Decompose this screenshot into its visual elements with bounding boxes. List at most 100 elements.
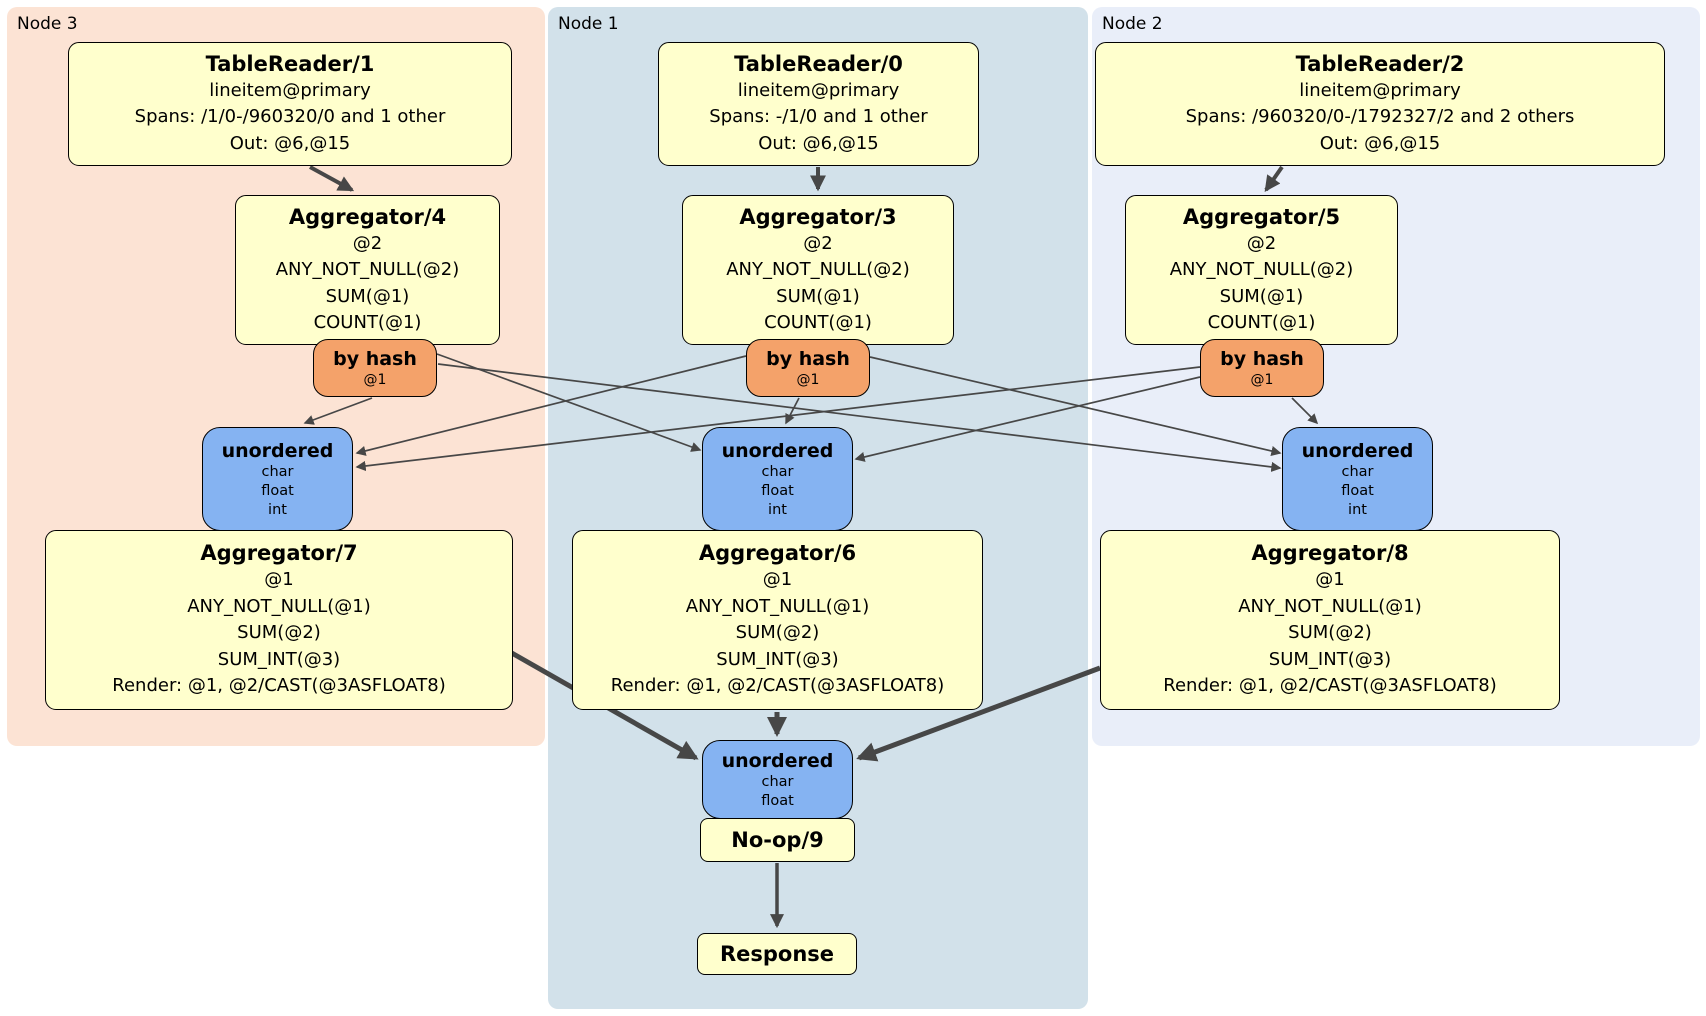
tablereader-2-out: Out: @6,@15 (1319, 132, 1441, 154)
hash-router-node2: by hash @1 (1200, 339, 1324, 397)
aggregator-8-fn3: SUM_INT(@3) (1268, 648, 1392, 670)
final-unordered-sync: unordered char float (702, 740, 853, 819)
tablereader-1-box: TableReader/1 lineitem@primary Spans: /1… (68, 42, 512, 166)
tablereader-2-index: lineitem@primary (1299, 79, 1461, 101)
tablereader-1-title: TableReader/1 (205, 51, 375, 76)
sync-node3-col3: int (268, 501, 287, 518)
aggregator-7-group: @1 (264, 569, 294, 591)
aggregator-4-fn1: ANY_NOT_NULL(@2) (275, 259, 460, 280)
tablereader-1-index: lineitem@primary (209, 79, 371, 101)
tablereader-0-spans: Spans: -/1/0 and 1 other (709, 106, 928, 128)
edge-router1-sync2 (869, 356, 1282, 456)
sync-node3-col2: float (261, 482, 294, 499)
tablereader-1-spans: Spans: /1/0-/960320/0 and 1 other (134, 106, 446, 128)
aggregator-6-box: Aggregator/6 @1 ANY_NOT_NULL(@1) SUM(@2)… (572, 530, 983, 710)
aggregator-3-group: @2 (803, 232, 833, 254)
aggregator-5-box: Aggregator/5 @2 ANY_NOT_NULL(@2) SUM(@1)… (1125, 195, 1398, 345)
aggregator-8-box: Aggregator/8 @1 ANY_NOT_NULL(@1) SUM(@2)… (1100, 530, 1560, 710)
hash-router-node3-title: by hash (333, 347, 417, 370)
hash-router-node2-key: @1 (1250, 371, 1274, 388)
sync-node2-col1: char (1341, 463, 1374, 480)
aggregator-8-title: Aggregator/8 (1251, 541, 1409, 566)
edge-router2-sync3 (355, 366, 1201, 472)
aggregator-5-group: @2 (1246, 232, 1277, 254)
tablereader-0-out: Out: @6,@15 (758, 132, 879, 154)
edge-router1-sync3 (355, 355, 747, 456)
edge-router2-sync1 (854, 376, 1201, 462)
aggregator-8-fn2: SUM(@2) (1288, 622, 1372, 644)
region-node2-label: Node 2 (1102, 14, 1163, 34)
aggregator-3-title: Aggregator/3 (739, 204, 897, 229)
tablereader-0-title: TableReader/0 (734, 51, 903, 76)
aggregator-3-fn2: SUM(@1) (776, 285, 860, 307)
aggregator-5-fn3: COUNT(@1) (1207, 312, 1316, 333)
sync-node2-col2: float (1341, 482, 1374, 499)
tablereader-2-spans: Spans: /960320/0-/1792327/2 and 2 others (1185, 106, 1575, 128)
aggregator-4-fn2: SUM(@1) (325, 285, 410, 307)
aggregator-6-title: Aggregator/6 (698, 541, 857, 566)
final-sync-col1: char (761, 773, 794, 790)
aggregator-3-fn1: ANY_NOT_NULL(@2) (726, 259, 910, 280)
unordered-sync-node2: unordered char float int (1282, 427, 1433, 531)
hash-router-node1: by hash @1 (746, 339, 870, 397)
sync-node1-col3: int (768, 501, 787, 518)
aggregator-6-render: Render: @1, @2/CAST(@3ASFLOAT8) (610, 675, 945, 697)
final-unordered-sync-title: unordered (721, 749, 834, 772)
noop-title: No-op/9 (731, 827, 824, 852)
aggregator-7-title: Aggregator/7 (200, 541, 358, 566)
hash-router-node2-title: by hash (1220, 347, 1304, 370)
tablereader-1-out: Out: @6,@15 (229, 132, 351, 154)
aggregator-4-fn3: COUNT(@1) (313, 312, 422, 333)
aggregator-3-fn3: COUNT(@1) (764, 312, 872, 333)
sync-node2-col3: int (1348, 501, 1367, 518)
response-box: Response (697, 933, 857, 975)
region-node1-label: Node 1 (558, 14, 619, 34)
aggregator-6-fn1: ANY_NOT_NULL(@1) (685, 595, 870, 617)
unordered-sync-node1-title: unordered (721, 439, 834, 462)
aggregator-4-group: @2 (352, 232, 383, 254)
aggregator-7-fn3: SUM_INT(@3) (217, 648, 341, 670)
aggregator-4-box: Aggregator/4 @2 ANY_NOT_NULL(@2) SUM(@1)… (235, 195, 500, 345)
aggregator-7-box: Aggregator/7 @1 ANY_NOT_NULL(@1) SUM(@2)… (45, 530, 513, 710)
unordered-sync-node3: unordered char float int (202, 427, 353, 531)
tablereader-0-index: lineitem@primary (737, 79, 900, 101)
noop-box: No-op/9 (700, 818, 855, 862)
edge-agg8-final-sync (856, 665, 1101, 762)
aggregator-5-fn2: SUM(@1) (1219, 285, 1304, 307)
unordered-sync-node2-title: unordered (1301, 439, 1414, 462)
region-node3-label: Node 3 (17, 14, 78, 34)
unordered-sync-node3-title: unordered (221, 439, 334, 462)
edge-router1-sync1 (785, 397, 800, 425)
aggregator-6-fn2: SUM(@2) (735, 622, 820, 644)
edge-tr1-agg4 (309, 165, 355, 192)
tablereader-0-box: TableReader/0 lineitem@primary Spans: -/… (658, 42, 979, 166)
hash-router-node3-key: @1 (363, 371, 387, 388)
unordered-sync-node1: unordered char float int (702, 427, 853, 531)
aggregator-8-render: Render: @1, @2/CAST(@3ASFLOAT8) (1163, 675, 1497, 697)
hash-router-node1-key: @1 (796, 371, 820, 388)
tablereader-2-title: TableReader/2 (1295, 51, 1465, 76)
aggregator-7-fn2: SUM(@2) (237, 622, 321, 644)
edge-router3-sync3 (303, 397, 373, 425)
edge-router2-sync2 (1291, 397, 1319, 425)
sync-node1-col1: char (761, 463, 794, 480)
aggregator-8-group: @1 (1315, 569, 1345, 591)
aggregator-6-fn3: SUM_INT(@3) (716, 648, 839, 670)
sync-node1-col2: float (761, 482, 794, 499)
hash-router-node3: by hash @1 (313, 339, 437, 397)
aggregator-7-render: Render: @1, @2/CAST(@3ASFLOAT8) (112, 675, 446, 697)
edge-tr2-agg5 (1264, 165, 1284, 192)
aggregator-4-title: Aggregator/4 (288, 204, 447, 229)
hash-router-node1-title: by hash (766, 347, 850, 370)
aggregator-3-box: Aggregator/3 @2 ANY_NOT_NULL(@2) SUM(@1)… (682, 195, 954, 345)
aggregator-7-fn1: ANY_NOT_NULL(@1) (187, 595, 371, 617)
aggregator-5-title: Aggregator/5 (1182, 204, 1341, 229)
response-title: Response (719, 941, 835, 966)
final-sync-col2: float (761, 792, 794, 809)
aggregator-5-fn1: ANY_NOT_NULL(@2) (1169, 259, 1354, 280)
edge-router3-sync2 (437, 363, 1282, 472)
aggregator-8-fn1: ANY_NOT_NULL(@1) (1238, 595, 1422, 617)
aggregator-6-group: @1 (762, 569, 793, 591)
sync-node3-col1: char (261, 463, 294, 480)
